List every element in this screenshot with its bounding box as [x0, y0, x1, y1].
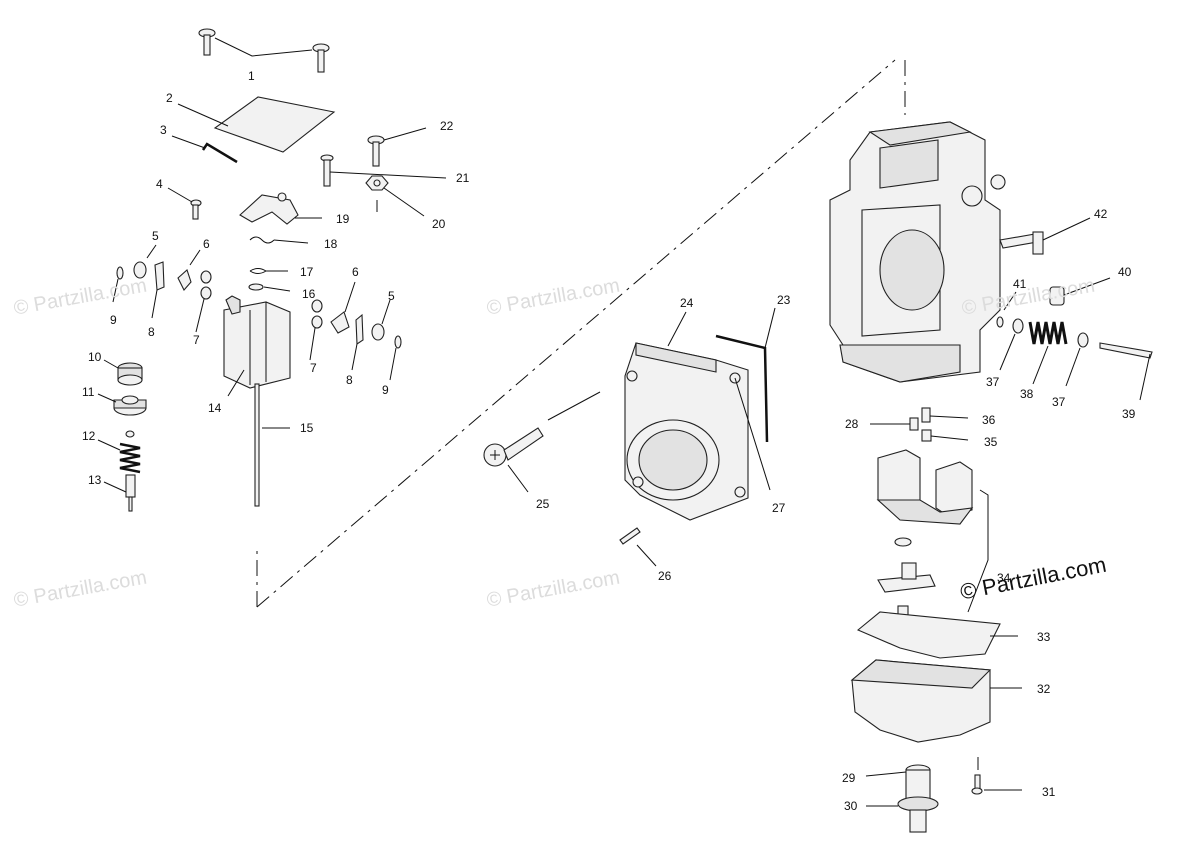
- callout-21: 21: [456, 171, 470, 185]
- washer-part-16: [248, 283, 291, 292]
- carburetor-body: [829, 121, 1006, 383]
- washer-part-41: [996, 291, 1017, 328]
- callout-10: 10: [88, 350, 102, 364]
- gasket-part-33: [856, 611, 1018, 659]
- leader-part-34: [967, 489, 989, 613]
- clip-part-17: [249, 268, 288, 274]
- small-parts-left: [112, 244, 212, 333]
- callout-41: 41: [1013, 277, 1027, 291]
- cover-plate-part-2: [213, 96, 336, 153]
- small-parts-right: [309, 281, 402, 381]
- pin-part-26: [619, 527, 657, 567]
- drain-fitting-part-30: [866, 796, 939, 833]
- screw-part-22: [367, 127, 427, 167]
- callout-9b: 9: [382, 383, 389, 397]
- callout-8b: 8: [346, 373, 353, 387]
- callout-20: 20: [432, 217, 446, 231]
- callout-23: 23: [777, 293, 791, 307]
- callout-9: 9: [110, 313, 117, 327]
- callout-40: 40: [1118, 265, 1132, 279]
- leader-part-27: [734, 377, 771, 491]
- callout-15: 15: [300, 421, 314, 435]
- callout-5b: 5: [388, 289, 395, 303]
- callout-24: 24: [680, 296, 694, 310]
- clip-part-18: [249, 236, 309, 244]
- throttle-plate-part-24: [624, 311, 749, 521]
- callout-33: 33: [1037, 630, 1051, 644]
- spring-part-38: [1028, 321, 1068, 385]
- callout-12: 12: [82, 429, 96, 443]
- callout-31: 31: [1042, 785, 1056, 799]
- screw-part-21: [320, 154, 447, 187]
- fitting-part-42: [999, 217, 1091, 255]
- callout-6b: 6: [352, 265, 359, 279]
- callout-35: 35: [984, 435, 998, 449]
- callout-1: 1: [248, 69, 255, 83]
- screw-part-1: [198, 28, 330, 73]
- callout-36: 36: [982, 413, 996, 427]
- rod-part-23: [715, 307, 776, 443]
- washer-part-37-left: [999, 318, 1024, 371]
- screw-part-31: [971, 757, 1022, 795]
- callout-30: 30: [844, 799, 858, 813]
- float-assembly: [876, 449, 974, 525]
- callout-18: 18: [324, 237, 338, 251]
- callout-17: 17: [300, 265, 314, 279]
- o-ring: [894, 537, 912, 547]
- callout-7b: 7: [310, 361, 317, 375]
- callout-26: 26: [658, 569, 672, 583]
- needle-part-39: [1099, 342, 1153, 401]
- callout-32: 32: [1037, 682, 1051, 696]
- callout-5: 5: [152, 229, 159, 243]
- spring-part-12: [97, 430, 141, 474]
- callout-19: 19: [336, 212, 350, 226]
- nut-part-11: [97, 393, 147, 416]
- callout-37: 37: [986, 375, 1000, 389]
- callout-28: 28: [845, 417, 859, 431]
- callout-22: 22: [440, 119, 454, 133]
- slide-part-14: [223, 295, 291, 397]
- callout-42: 42: [1094, 207, 1108, 221]
- callout-numbers: 1 2 3 4 5 6 7 8 9 10 11 12 13 14 15 16 1…: [82, 69, 1136, 813]
- screw-part-4: [167, 187, 202, 220]
- cap-part-10: [103, 359, 143, 386]
- callout-16: 16: [302, 287, 316, 301]
- valve-seat: [877, 562, 936, 619]
- callout-37b: 37: [1052, 395, 1066, 409]
- jet-part-28: [870, 417, 919, 431]
- needle-valve-part-13: [103, 474, 136, 512]
- callout-14: 14: [208, 401, 222, 415]
- callout-8: 8: [148, 325, 155, 339]
- callout-4: 4: [156, 177, 163, 191]
- callout-29: 29: [842, 771, 856, 785]
- screw-part-25: [483, 391, 601, 493]
- drain-fitting-part-29: [865, 764, 931, 801]
- bracket-part-19: [239, 192, 322, 225]
- callout-39: 39: [1122, 407, 1136, 421]
- needle-part-15: [254, 383, 290, 507]
- callout-38: 38: [1020, 387, 1034, 401]
- callout-6: 6: [203, 237, 210, 251]
- callout-13: 13: [88, 473, 102, 487]
- callout-11: 11: [82, 385, 95, 399]
- nut-part-20: [365, 175, 425, 217]
- wire-part-3: [201, 142, 238, 164]
- jet-part-36: [921, 407, 969, 423]
- jet-part-35: [921, 429, 969, 442]
- callout-2: 2: [166, 91, 173, 105]
- callout-3: 3: [160, 123, 167, 137]
- callout-25: 25: [536, 497, 550, 511]
- washer-part-37-right: [1065, 332, 1089, 387]
- callout-27: 27: [772, 501, 786, 515]
- callout-34: 34: [997, 571, 1011, 585]
- jet-part-40: [1049, 277, 1111, 306]
- assembly-dash-line: [256, 59, 906, 608]
- callout-7: 7: [193, 333, 200, 347]
- float-bowl-part-32: [850, 659, 1022, 743]
